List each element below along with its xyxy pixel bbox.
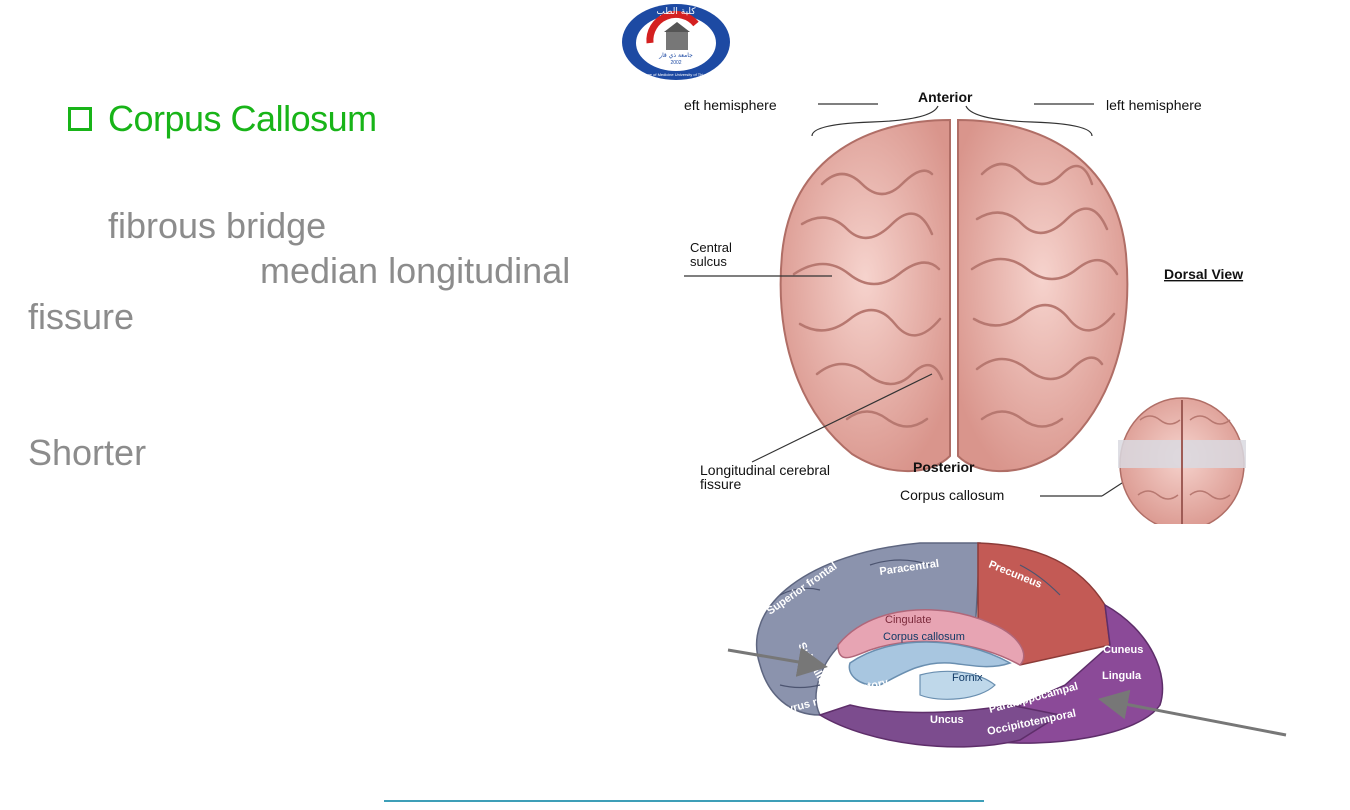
- arrow-left: [727, 647, 828, 677]
- label-uncus: Uncus: [930, 714, 964, 726]
- corpus-callosum-region: [848, 641, 1012, 686]
- label-fornix: Fornix: [952, 672, 983, 684]
- logo-arabic-top: كلية الطب: [656, 7, 696, 17]
- label-dorsal-view: Dorsal View: [1164, 266, 1243, 282]
- logo-arabic-center: جامعة ذي قار: [658, 52, 693, 59]
- college-logo: كلية الطب جامعة ذي قار 2002 College of M…: [622, 4, 730, 80]
- logo-english-ring: College of Medicine University of Thi - …: [638, 72, 714, 77]
- slide-heading: Corpus Callosum: [68, 98, 377, 140]
- dorsal-brain-figure: eft hemisphere Anterior left hemisphere …: [684, 89, 1246, 524]
- logo-year: 2002: [670, 60, 681, 66]
- label-left-hemisphere: left hemisphere: [1106, 97, 1202, 113]
- label-corpus-callosum-medial: Corpus callosum: [883, 631, 965, 643]
- label-eft-hemisphere: eft hemisphere: [684, 97, 777, 113]
- label-sulcus: sulcus: [690, 254, 727, 269]
- arrow-right: [1098, 689, 1287, 737]
- inset-brain: [1118, 397, 1246, 524]
- gyri-pattern: [792, 162, 1119, 428]
- label-cingulate: Cingulate: [885, 614, 931, 626]
- body-line-fibrous-bridge: fibrous bridge: [108, 205, 327, 246]
- body-line-median-longitudinal: median longitudinal: [260, 250, 571, 291]
- label-corpus-callosum: Corpus callosum: [900, 487, 1004, 503]
- label-longitudinal: Longitudinal cerebral: [700, 462, 830, 478]
- label-posterior: Posterior: [913, 459, 975, 475]
- body-line-fissure: fissure: [28, 296, 135, 337]
- footer-divider: [384, 800, 984, 802]
- fornix-region: [919, 670, 996, 700]
- label-central: Central: [690, 240, 732, 255]
- heading-text: Corpus Callosum: [108, 98, 377, 139]
- medial-gyri: [779, 559, 1061, 689]
- label-lingula: Lingula: [1102, 670, 1142, 682]
- cingulate-region: [837, 609, 1025, 666]
- label-fissure: fissure: [700, 476, 741, 492]
- temporal-region: [818, 704, 1062, 748]
- label-anterior: Anterior: [918, 89, 973, 105]
- checkbox-icon: [68, 107, 92, 131]
- label-cuneus: Cuneus: [1103, 644, 1143, 656]
- body-line-shorter: Shorter: [28, 432, 147, 473]
- left-hemisphere-shape: [779, 118, 951, 473]
